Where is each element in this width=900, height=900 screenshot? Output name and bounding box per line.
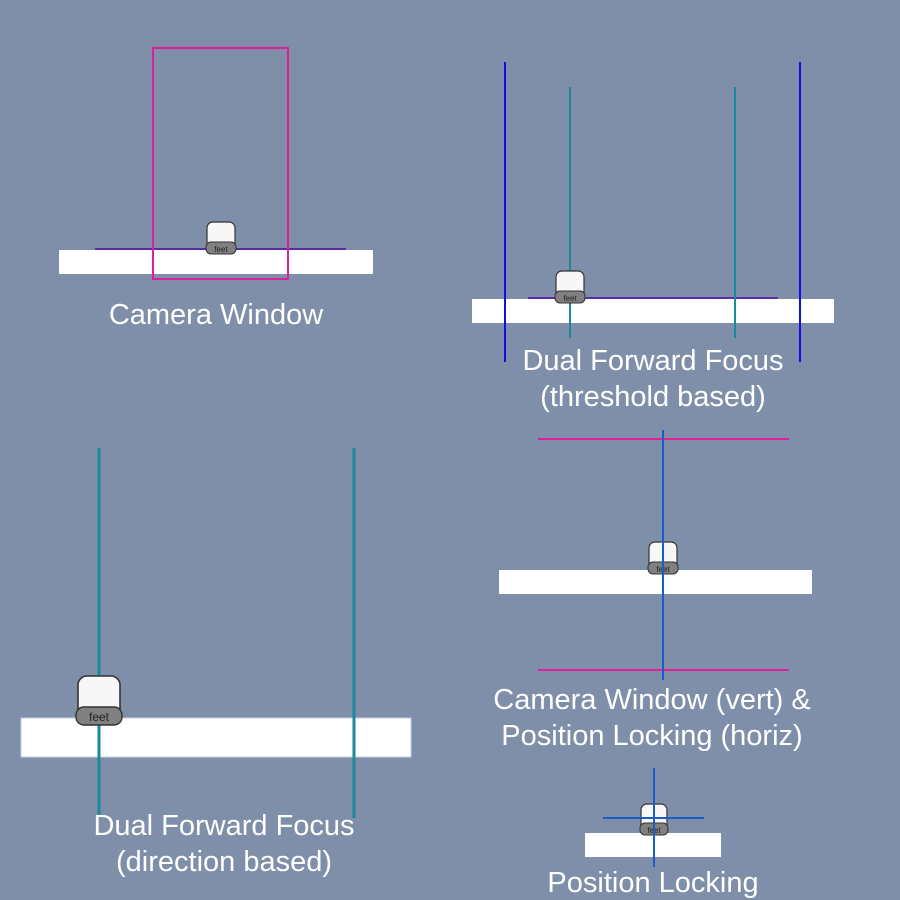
- caption-dual-forward-direction-line1: Dual Forward Focus: [93, 810, 354, 842]
- caption-camera-window: Camera Window: [109, 299, 324, 331]
- caption-dual-forward-threshold-line2: (threshold based): [540, 381, 766, 413]
- character-icon: feet: [75, 675, 123, 726]
- caption-camera-window-vert-line2: Position Locking (horiz): [501, 720, 802, 752]
- character-icon: feet: [205, 221, 237, 255]
- panel-dual-forward-direction: feet Dual Forward Focus (direction based…: [20, 448, 412, 878]
- platform: [472, 299, 834, 323]
- caption-dual-forward-direction-line2: (direction based): [116, 846, 332, 878]
- caption-position-locking: Position Locking: [547, 867, 758, 899]
- camera-window-box: [152, 47, 289, 280]
- character-icon: feet: [554, 270, 586, 304]
- character-label: feet: [563, 294, 577, 303]
- panel-camera-window: feet Camera Window: [59, 47, 373, 331]
- character-label: feet: [214, 245, 228, 254]
- panel-dual-forward-threshold: feet Dual Forward Focus (threshold based…: [472, 62, 834, 413]
- character-label: feet: [89, 710, 110, 724]
- caption-dual-forward-threshold-line1: Dual Forward Focus: [522, 345, 783, 377]
- panel-camera-window-vert-position-lock: feet Camera Window (vert) & Position Loc…: [493, 430, 812, 752]
- platform: [20, 717, 412, 758]
- caption-camera-window-vert-line1: Camera Window (vert) &: [493, 684, 810, 716]
- panel-position-locking: feet Position Locking: [547, 768, 759, 899]
